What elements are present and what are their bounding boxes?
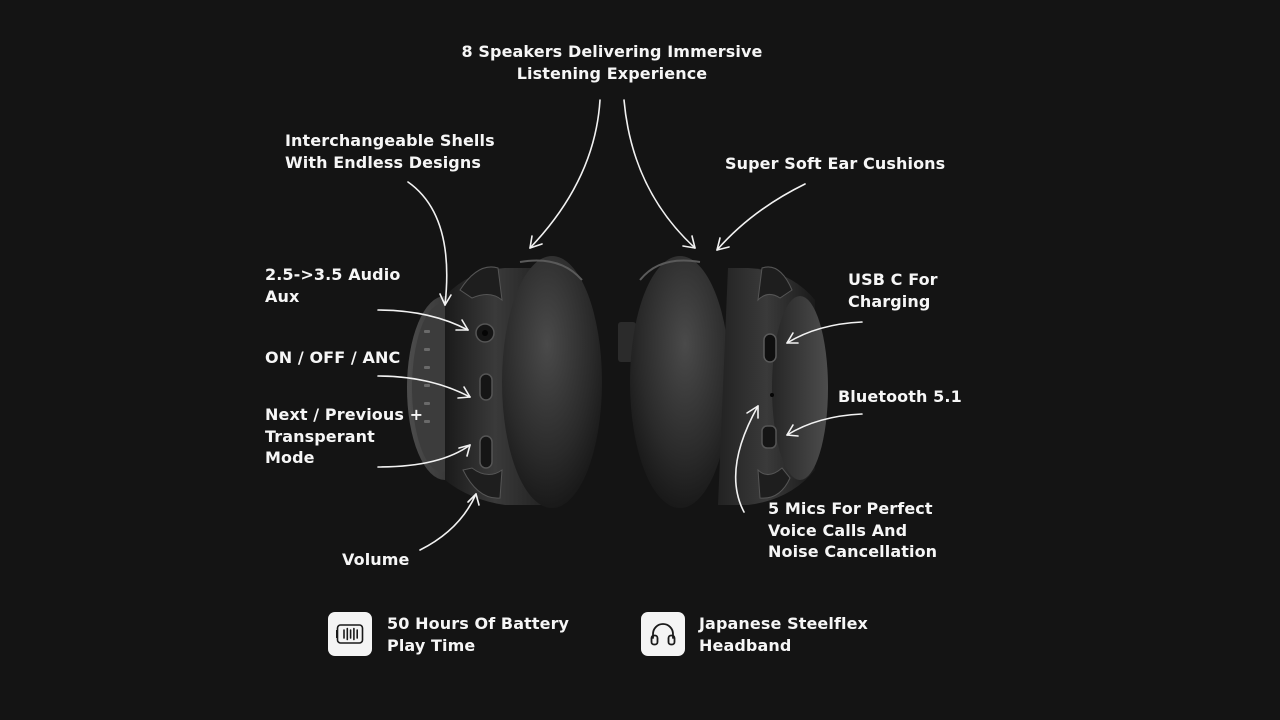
headphones-icon (641, 612, 685, 656)
battery-icon (328, 612, 372, 656)
callout-aux-line-2: Aux (265, 286, 300, 306)
callout-speakers-line-1: 8 Speakers Delivering Immersive (461, 42, 763, 61)
right-ear-cup (630, 256, 828, 508)
callout-aux-line-1: 2.5->3.5 Audio (265, 265, 401, 284)
callout-mics-line-3: Noise Cancellation (768, 542, 938, 561)
callout-usb: USB C For Charging (848, 269, 938, 312)
callout-next-prev-line-2: Transperant (265, 426, 375, 446)
callout-volume: Volume (342, 549, 410, 571)
callout-mics: 5 Mics For Perfect Voice Calls And Noise… (768, 498, 937, 563)
arrow-bluetooth (786, 413, 863, 436)
feature-battery-line-2: Play Time (387, 635, 476, 655)
callout-usb-line-2: Charging (848, 291, 931, 311)
callout-cushions: Super Soft Ear Cushions (725, 153, 945, 175)
callout-speakers: 8 Speakers Delivering Immersive Listenin… (452, 41, 772, 84)
arrow-volume (419, 493, 477, 551)
callout-power: ON / OFF / ANC (265, 347, 400, 369)
feature-battery-text: 50 Hours Of Battery Play Time (387, 613, 569, 656)
arrow-shells (407, 181, 448, 306)
callout-aux: 2.5->3.5 Audio Aux (265, 264, 400, 307)
feature-headband-text: Japanese Steelflex Headband (699, 613, 868, 656)
arrow-next-prev (377, 444, 471, 468)
arrow-mics (734, 405, 759, 513)
left-ear-cup (407, 256, 602, 508)
callout-cushions-line-1: Super Soft Ear Cushions (725, 154, 946, 173)
feature-headband-line-2: Headband (699, 635, 792, 655)
callout-power-line-1: ON / OFF / ANC (265, 348, 401, 367)
callout-shells: Interchangeable Shells With Endless Desi… (285, 130, 495, 173)
callout-next-prev: Next / Previous + Transperant Mode (265, 404, 423, 469)
feature-battery-line-1: 50 Hours Of Battery (387, 614, 570, 633)
arrow-cushions (716, 183, 806, 251)
arrow-usb (786, 321, 863, 344)
callout-next-prev-line-1: Next / Previous + (265, 405, 424, 424)
arrow-aux (377, 309, 469, 331)
callout-bluetooth: Bluetooth 5.1 (838, 386, 962, 408)
callout-mics-line-1: 5 Mics For Perfect (768, 499, 933, 518)
callout-next-prev-line-3: Mode (265, 448, 315, 467)
arrow-speakers-right (623, 99, 696, 249)
callout-bluetooth-line-1: Bluetooth 5.1 (838, 387, 962, 406)
callout-mics-line-2: Voice Calls And (768, 520, 908, 540)
callout-shells-line-1: Interchangeable Shells (285, 131, 495, 150)
callout-usb-line-1: USB C For (848, 270, 938, 289)
callout-speakers-line-2: Listening Experience (516, 63, 708, 83)
arrow-power (377, 375, 471, 398)
callout-shells-line-2: With Endless Designs (285, 152, 481, 172)
feature-headband-line-1: Japanese Steelflex (699, 614, 868, 633)
callout-volume-line-1: Volume (342, 550, 410, 569)
arrow-speakers-left (529, 99, 601, 249)
